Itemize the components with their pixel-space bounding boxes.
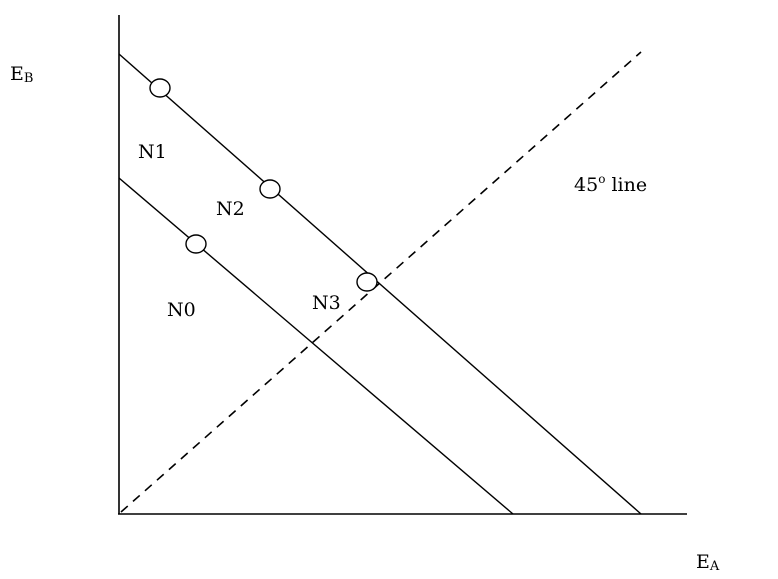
forty-five-degree-line [120, 51, 642, 513]
forty-five-line-label: 45o line [574, 172, 647, 196]
point-marker-n0 [185, 234, 207, 254]
y-axis-label: EB [10, 63, 33, 86]
point-marker-n1 [149, 78, 171, 98]
lower-budget-line [118, 177, 514, 515]
point-marker-n2 [259, 179, 281, 199]
point-marker-n3 [356, 272, 378, 292]
x-axis-label: EA [696, 551, 720, 574]
region-label-n2: N2 [216, 198, 245, 220]
region-label-n1: N1 [138, 141, 167, 163]
region-label-n3: N3 [312, 292, 341, 314]
upper-budget-line [118, 53, 642, 515]
region-label-n0: N0 [167, 299, 196, 321]
